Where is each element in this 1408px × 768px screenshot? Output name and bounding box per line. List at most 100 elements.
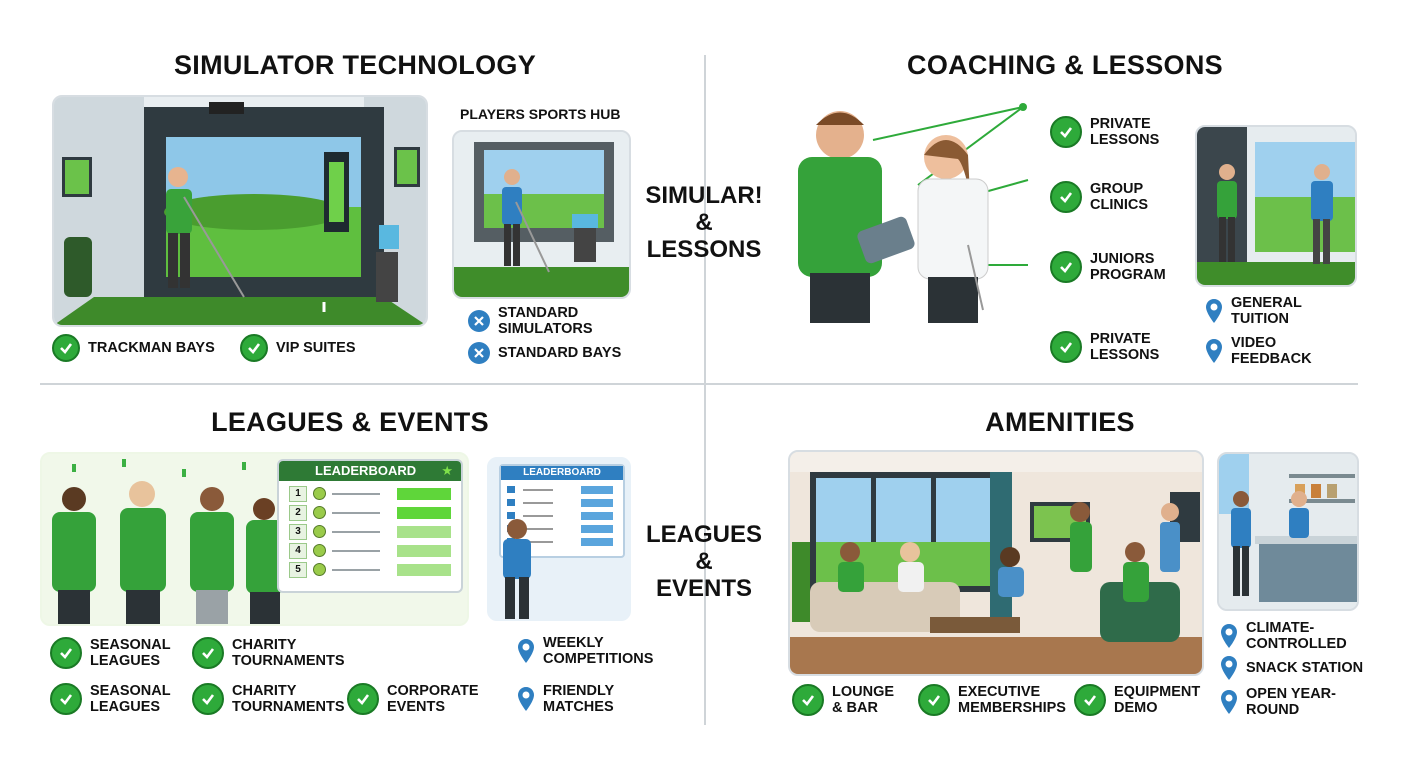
check-icon [792, 684, 824, 716]
check-icon [1050, 116, 1082, 148]
leaderboard-rank: 2 [289, 504, 307, 521]
feature-charity-tournaments-1: CHARITY TOURNAMENTS [192, 637, 352, 669]
feature-private-lessons-1: PRIVATE LESSONS [1050, 116, 1170, 148]
standard-simulator-illustration [452, 130, 631, 299]
amenities-title: AMENITIES [985, 407, 1135, 437]
score-bar [397, 563, 451, 576]
x-icon [468, 342, 490, 364]
score-bar [397, 544, 451, 557]
player-avatar-icon [313, 544, 326, 557]
feature-seasonal-leagues-2: SEASONAL LEAGUES [50, 683, 180, 715]
location-pin-icon [1221, 624, 1237, 648]
center-label-top-line-2: & [695, 209, 713, 236]
snack-station-illustration [1217, 452, 1359, 611]
location-pin-icon [1206, 299, 1222, 323]
simulator-bay-illustration [52, 95, 428, 327]
leaderboard-label: LEADERBOARD [315, 463, 417, 478]
leagues-title: LEAGUES & EVENTS [211, 407, 489, 437]
horizontal-divider [40, 383, 1358, 385]
check-icon [50, 683, 82, 715]
leaderboard-row: 3 [289, 523, 451, 540]
x-icon [468, 310, 490, 332]
leaderboard-rows: 1 2 3 4 5 [279, 481, 461, 582]
general-coaching-illustration [1195, 125, 1357, 287]
location-pin-icon [518, 687, 534, 711]
score-line [332, 549, 380, 552]
score-bar [397, 506, 451, 519]
small-leaderboard-label: LEADERBOARD [523, 467, 601, 478]
leaderboard-row: 5 [289, 561, 451, 578]
leaderboard-rank: 4 [289, 542, 307, 559]
center-label-bottom-line-2: & [695, 548, 713, 575]
leaderboard-rank: 1 [289, 485, 307, 502]
feature-private-lessons-2: PRIVATE LESSONS [1050, 331, 1170, 363]
score-line [332, 511, 380, 514]
center-label-top-line-1: SIMULAR! [645, 182, 763, 209]
simulator-title: SIMULATOR TECHNOLOGY [174, 50, 536, 80]
score-line [332, 530, 380, 533]
comparison-caption: PLAYERS SPORTS HUB [460, 106, 621, 122]
coaching-title: COACHING & LESSONS [907, 50, 1223, 80]
vertical-divider [704, 55, 706, 725]
check-icon [918, 684, 950, 716]
score-line [332, 492, 380, 495]
player-avatar-icon [313, 563, 326, 576]
comparison-item-video-feedback: VIDEO FEEDBACK [1205, 335, 1321, 367]
leaderboard-header: LEADERBOARD ★ [279, 461, 461, 481]
friendly-competition-illustration: LEADERBOARD [487, 457, 631, 621]
score-bar [397, 487, 451, 500]
feature-seasonal-leagues-1: SEASONAL LEAGUES [50, 637, 180, 669]
check-icon [240, 334, 268, 362]
player-avatar-icon [313, 487, 326, 500]
check-icon [52, 334, 80, 362]
check-icon [1074, 684, 1106, 716]
feature-juniors-program: JUNIORS PROGRAM [1050, 251, 1172, 283]
coaching-illustration [768, 95, 1048, 341]
comparison-item-general-tuition: GENERAL TUITION [1205, 295, 1311, 327]
location-pin-icon [1221, 690, 1237, 714]
leagues-illustration: LEADERBOARD ★ 1 2 3 4 5 [40, 452, 469, 626]
center-label-top-line-3: LESSONS [646, 236, 762, 263]
location-pin-icon [518, 639, 534, 663]
player-avatar-icon [313, 506, 326, 519]
feature-group-clinics: GROUP CLINICS [1050, 181, 1170, 213]
center-label-bottom-line-3: EVENTS [655, 575, 753, 602]
score-line [332, 568, 380, 571]
feature-vip-suites: VIP SUITES [240, 334, 356, 362]
center-label-bottom: LEAGUES & EVENTS [634, 521, 774, 602]
feature-executive-memberships: EXECUTIVE MEMBERSHIPS [918, 684, 1070, 716]
check-icon [192, 637, 224, 669]
feature-charity-tournaments-2: CHARITY TOURNAMENTS [192, 683, 347, 715]
location-pin-icon [1206, 339, 1222, 363]
leaderboard-row: 2 [289, 504, 451, 521]
check-icon [1050, 331, 1082, 363]
location-pin-icon [1221, 656, 1237, 680]
small-leaderboard-header: LEADERBOARD [501, 466, 623, 480]
leaderboard-row: 4 [289, 542, 451, 559]
center-label-top: SIMULAR! & LESSONS [634, 182, 774, 263]
player-avatar-icon [313, 525, 326, 538]
feature-trackman-bays: TRACKMAN BAYS [52, 334, 215, 362]
check-icon [1050, 181, 1082, 213]
comparison-item-open-year-round: OPEN YEAR-ROUND [1220, 686, 1341, 718]
comparison-item-climate-controlled: CLIMATE-CONTROLLED [1220, 620, 1351, 652]
lounge-illustration [788, 450, 1204, 676]
feature-equipment-demo: EQUIPMENT DEMO [1074, 684, 1204, 716]
comparison-item-standard-bays: STANDARD BAYS [468, 342, 621, 364]
leaderboard-board: LEADERBOARD ★ 1 2 3 4 5 [277, 459, 463, 593]
comparison-item-friendly-matches: FRIENDLY MATCHES [517, 683, 628, 715]
leaderboard-rank: 5 [289, 561, 307, 578]
check-icon [192, 683, 224, 715]
leaderboard-rank: 3 [289, 523, 307, 540]
check-icon [347, 683, 379, 715]
check-icon [1050, 251, 1082, 283]
score-bar [397, 525, 451, 538]
leaderboard-row: 1 [289, 485, 451, 502]
comparison-item-standard-simulators: STANDARD SIMULATORS [468, 305, 608, 337]
check-icon [50, 637, 82, 669]
star-icon: ★ [441, 463, 453, 478]
comparison-item-snack-station: SNACK STATION [1220, 655, 1363, 681]
feature-lounge-bar: LOUNGE & BAR [792, 684, 902, 716]
center-label-bottom-line-1: LEAGUES [645, 521, 762, 548]
comparison-item-weekly-competitions: WEEKLY COMPETITIONS [517, 635, 668, 667]
